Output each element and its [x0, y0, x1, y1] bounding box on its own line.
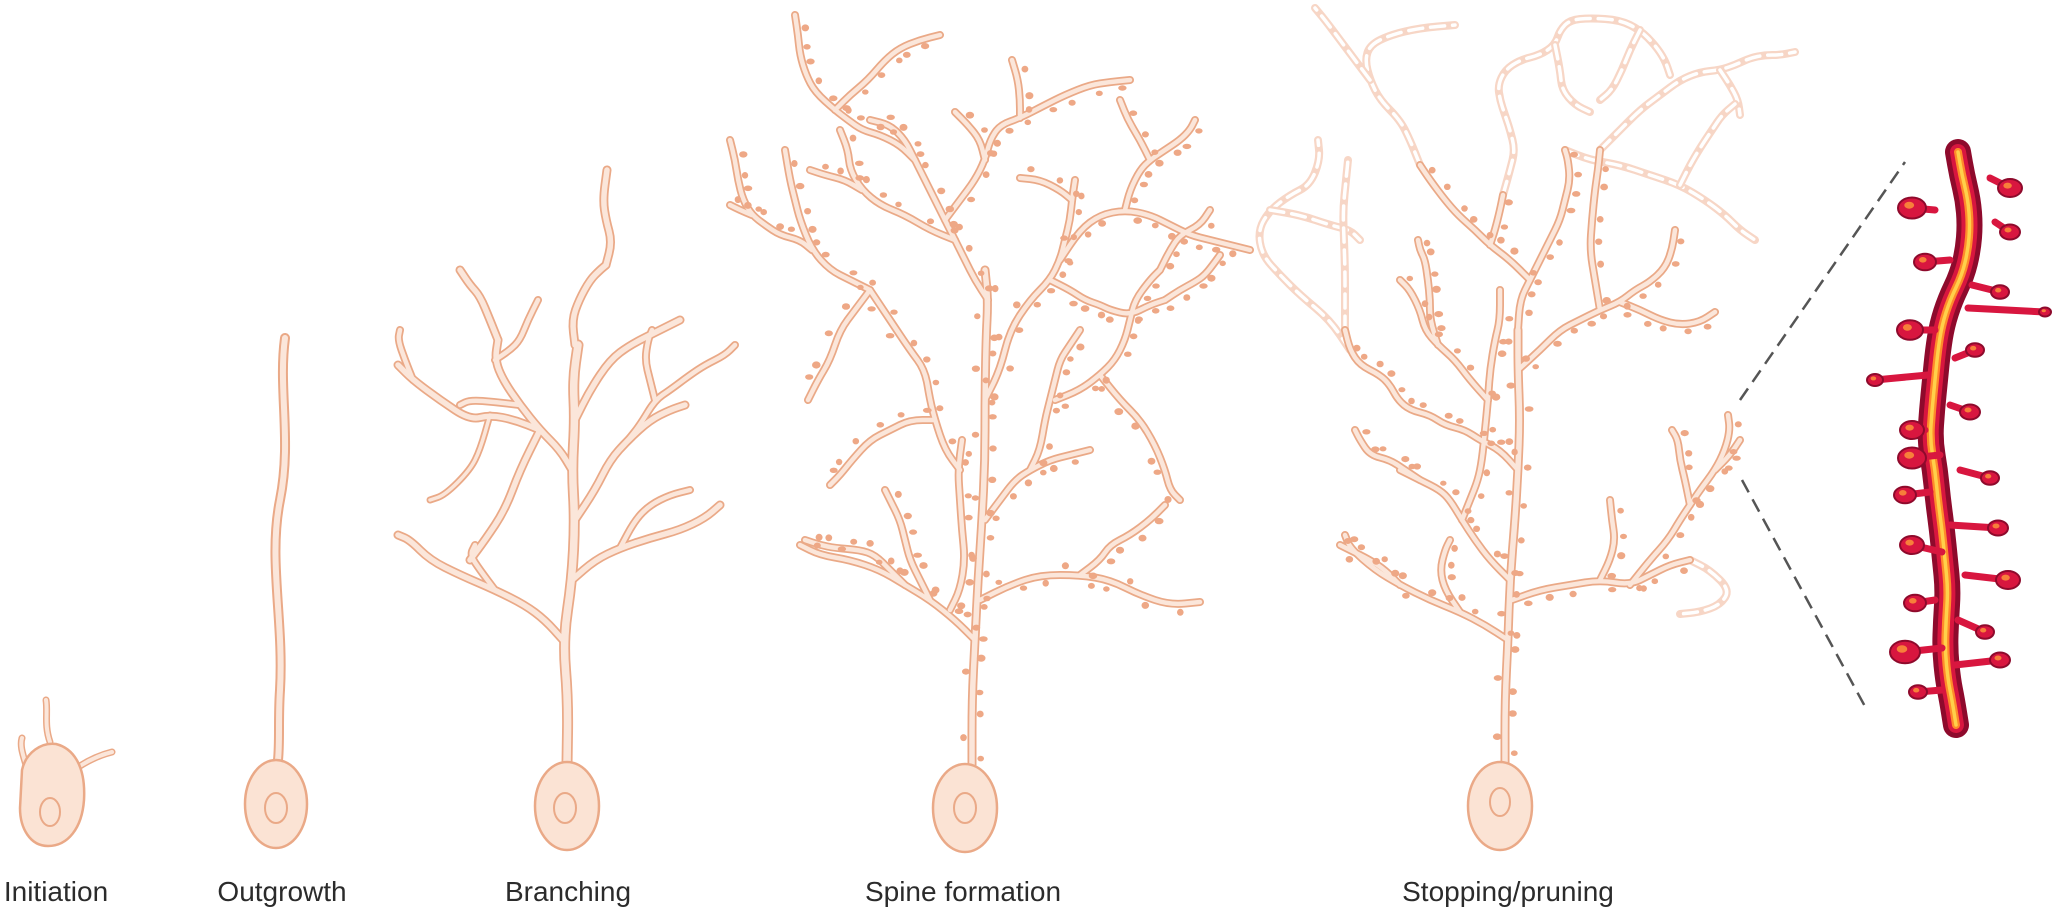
label-outgrowth: Outgrowth — [217, 876, 347, 907]
pruned-branches — [1255, 4, 1799, 618]
zoom-lines — [1738, 161, 1907, 713]
label-stopping-pruning: Stopping/pruning — [1402, 876, 1614, 907]
label-spine-formation: Spine formation — [864, 876, 1062, 907]
initiation-neuron — [17, 696, 116, 848]
spine-formation-neuron — [726, 11, 1254, 854]
stopping-pruning-neuron — [1336, 146, 1744, 852]
branching-neuron — [393, 165, 739, 852]
dendrite-micrograph-inset — [1866, 139, 2052, 738]
outgrowth-neuron — [243, 333, 309, 850]
label-branching: Branching — [504, 876, 632, 907]
label-initiation: Initiation — [3, 876, 109, 907]
